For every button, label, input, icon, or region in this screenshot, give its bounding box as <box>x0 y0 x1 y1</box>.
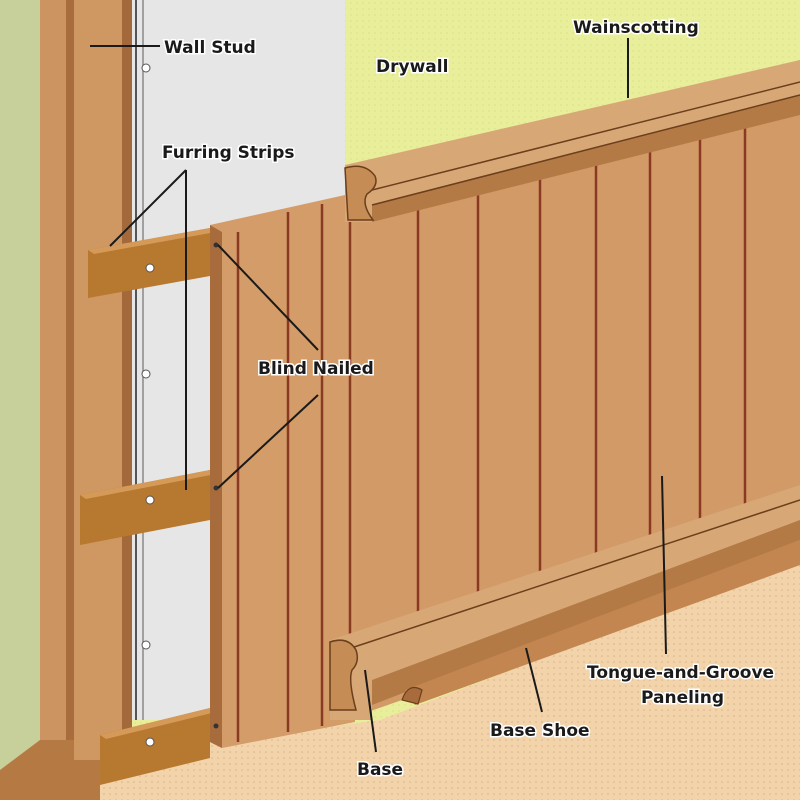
drywall-nail <box>141 369 151 379</box>
baseboard-front <box>372 520 800 705</box>
baseboard-profile <box>329 639 359 711</box>
base-shoe-profile <box>401 687 423 705</box>
cap-rail <box>345 60 800 222</box>
furring-strip-middle <box>80 470 216 545</box>
blind-nail <box>213 723 219 729</box>
cap-rail-profile <box>344 165 377 221</box>
paneling-end <box>210 195 355 748</box>
base-shoe <box>405 540 800 705</box>
cap-rail-line <box>371 81 800 191</box>
furring-strip-top <box>88 228 216 298</box>
baseboard-line <box>344 499 800 651</box>
label-tongue-groove-line2: Paneling <box>641 688 724 708</box>
side-wall-trim-edge <box>66 0 74 760</box>
leader-blind-nailed-1 <box>217 244 319 351</box>
cap-rail-line <box>371 94 800 206</box>
leader-tongue-groove <box>661 475 667 655</box>
furring-strip-bottom <box>100 708 216 785</box>
label-wainscotting: Wainscotting <box>573 18 699 38</box>
label-drywall: Drywall <box>376 57 448 77</box>
wall-stud-edge <box>122 0 132 760</box>
floor <box>0 560 800 800</box>
blind-nail <box>213 242 219 248</box>
label-tongue-groove-line1: Tongue-and-Groove <box>587 663 774 683</box>
leader-base-shoe <box>525 647 543 713</box>
label-blind-nailed: Blind Nailed <box>258 359 374 379</box>
drywall-nail <box>141 640 151 650</box>
blind-nail <box>213 485 219 491</box>
drywall-panel <box>130 0 345 720</box>
side-wall-trim <box>40 0 70 760</box>
drywall-nail <box>141 63 151 73</box>
cap-rail-front <box>372 95 800 222</box>
leader-blind-nailed-2 <box>217 394 319 489</box>
leader-base <box>364 669 377 753</box>
label-base: Base <box>357 760 403 780</box>
wall-stud <box>74 0 130 760</box>
label-wall-stud: Wall Stud <box>164 38 256 58</box>
label-base-shoe: Base Shoe <box>490 721 590 741</box>
label-furring-strips: Furring Strips <box>162 143 295 163</box>
leader-furring-strip-1 <box>109 169 187 247</box>
